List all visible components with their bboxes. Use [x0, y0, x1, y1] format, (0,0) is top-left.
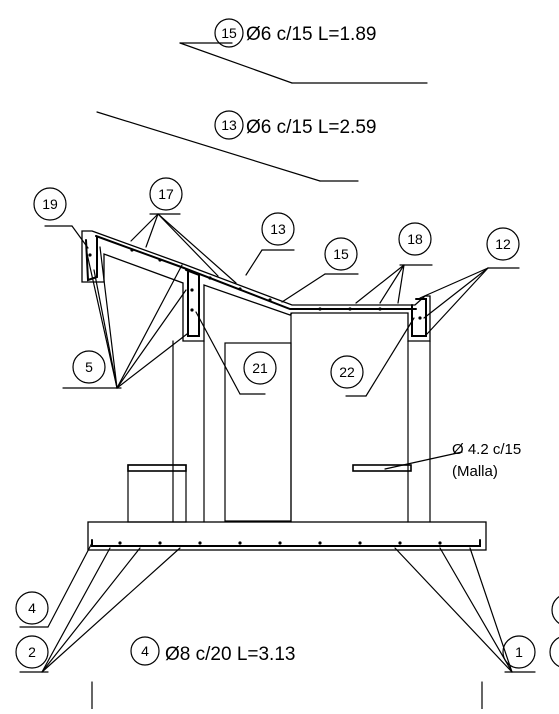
- slab-rebar-line: [411, 298, 427, 337]
- mark-4: 4: [15, 542, 93, 628]
- footing: [87, 521, 487, 710]
- mesh-note-line2: (Malla): [452, 463, 498, 480]
- mark-2: 2: [15, 547, 181, 673]
- mark-number: 15: [221, 25, 237, 41]
- mark-number: 5: [85, 359, 93, 375]
- mark-bubble: [214, 18, 244, 48]
- mark-number: 2: [28, 644, 36, 660]
- mark-bubble: [72, 350, 106, 384]
- mark-number: 18: [407, 231, 423, 247]
- mark-bubble: [324, 237, 358, 271]
- leader-line: [426, 267, 489, 335]
- mark-number: 17: [158, 186, 174, 202]
- leader-line: [41, 547, 141, 673]
- leader-line: [41, 547, 111, 673]
- mark-bubble: [130, 636, 160, 666]
- leader-line: [130, 213, 159, 242]
- mark-bubble: [243, 351, 277, 385]
- mark-bubble: [214, 110, 244, 140]
- leader-line: [394, 547, 513, 673]
- mesh-bar-left-top: [127, 464, 187, 472]
- mark-18: 18: [355, 222, 433, 304]
- callout-bar-13: 13 Ø6 c/15 L=2.59: [96, 110, 376, 182]
- mark-1: 1: [394, 547, 536, 673]
- slab-rebar-line: [185, 269, 200, 337]
- leader-line: [71, 225, 89, 249]
- mark-12: 12: [419, 227, 520, 335]
- leader-line: [47, 542, 93, 628]
- leader-line: [116, 289, 187, 389]
- rebar-spec-15: Ø6 c/15 L=1.89: [246, 24, 376, 45]
- mark-bubble: [149, 177, 183, 211]
- cropped-bubbles: [549, 596, 559, 668]
- mark-bubble-cropped: [551, 596, 559, 624]
- mark-bubble: [330, 355, 364, 389]
- mark-number: 1: [515, 644, 523, 660]
- mark-15: 15: [281, 237, 359, 303]
- leader-line: [41, 547, 181, 673]
- leader-line: [157, 213, 237, 284]
- mark-bubble-cropped: [549, 636, 559, 668]
- rebar-dots: [88, 248, 422, 320]
- walls: [172, 312, 431, 523]
- callout-bar-4: 4 Ø8 c/20 L=3.13: [130, 636, 295, 666]
- mark-number: 12: [495, 236, 511, 252]
- mesh-note-line1: Ø 4.2 c/15: [452, 441, 521, 458]
- slab-rebar-line: [95, 235, 417, 310]
- leader-line: [397, 264, 405, 304]
- mark-number: 4: [141, 643, 149, 659]
- leader-line: [116, 264, 183, 389]
- leader-line: [469, 547, 513, 673]
- leader-line: [99, 246, 118, 389]
- footing-outline: [87, 521, 487, 551]
- leader-line: [245, 249, 263, 276]
- rebar-spec-4: Ø8 c/20 L=3.13: [165, 644, 295, 665]
- mark-19: 19: [33, 187, 89, 249]
- leader-line: [116, 333, 188, 389]
- rebar-spec-13: Ø6 c/15 L=2.59: [246, 117, 376, 138]
- mark-number: 22: [339, 364, 355, 380]
- rebar-dots: [118, 541, 442, 545]
- leader-line: [145, 213, 159, 248]
- mark-number: 13: [270, 221, 286, 237]
- mark-5: 5: [62, 246, 188, 389]
- mark-bubble: [261, 212, 295, 246]
- mark-number: 19: [42, 196, 58, 212]
- mark-bubble: [502, 635, 536, 669]
- mark-bubble: [33, 187, 67, 221]
- mark-number: 13: [221, 117, 237, 133]
- leader-line: [419, 267, 489, 299]
- mark-number: 21: [252, 360, 268, 376]
- footing-rebar: [91, 539, 481, 547]
- mark-13: 13: [245, 212, 295, 276]
- mark-17: 17: [130, 177, 237, 284]
- mesh-bars: Ø 4.2 c/15 (Malla): [127, 441, 521, 523]
- mesh-bar-left: [127, 464, 187, 523]
- leader-line: [423, 267, 489, 319]
- mark-number: 4: [28, 600, 36, 616]
- mesh-bar-right: [352, 464, 412, 472]
- mark-bubble: [486, 227, 520, 261]
- bar-shape-line: [179, 42, 293, 84]
- leader-line: [365, 317, 415, 397]
- leader-line: [281, 273, 326, 303]
- leader-line: [157, 213, 219, 277]
- mark-number: 15: [333, 246, 349, 262]
- callout-bar-15: 15 Ø6 c/15 L=1.89: [179, 18, 428, 84]
- mark-22: 22: [330, 317, 415, 397]
- leader-line: [379, 264, 405, 304]
- leader-line: [85, 248, 118, 389]
- bar-shape-line: [96, 111, 321, 182]
- mark-bubble: [398, 222, 432, 256]
- leader-line: [93, 269, 118, 389]
- mark-21: 21: [195, 311, 277, 395]
- leader-line: [195, 311, 241, 395]
- leader-line: [384, 451, 463, 470]
- mark-bubble: [15, 591, 49, 625]
- leader-line: [355, 264, 405, 304]
- mark-bubble: [15, 635, 49, 669]
- leader-line: [439, 547, 513, 673]
